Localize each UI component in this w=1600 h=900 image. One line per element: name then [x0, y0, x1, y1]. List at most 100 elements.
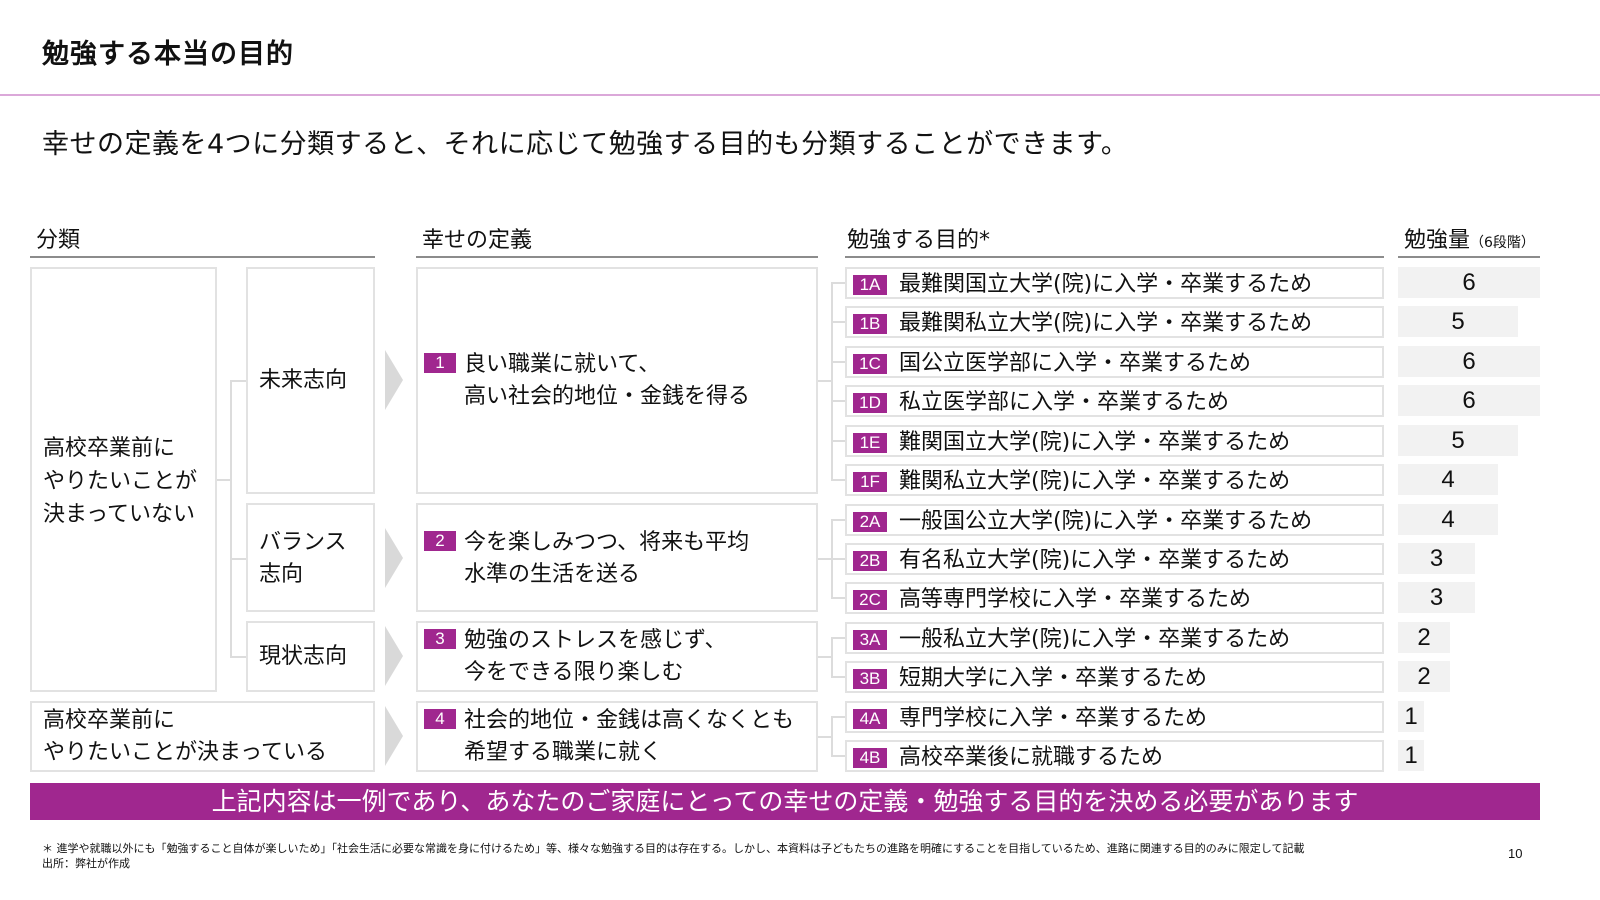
connector-line	[831, 558, 845, 560]
purpose-code-badge: 2C	[853, 590, 887, 610]
title-divider	[0, 94, 1600, 96]
connector-line	[230, 380, 246, 382]
connector-line	[831, 597, 845, 599]
study-amount-bar: 1	[1398, 740, 1424, 771]
purpose-row-1C: 1C 国公立医学部に入学・卒業するため	[845, 346, 1384, 378]
purpose-code-badge: 3B	[853, 669, 887, 689]
page-number: 10	[1508, 846, 1523, 861]
purpose-code-badge: 1D	[853, 393, 887, 413]
column-underline	[1398, 256, 1540, 258]
purpose-code-badge: 1E	[853, 433, 887, 453]
purpose-text: 最難関国立大学(院)に入学・卒業するため	[899, 272, 1313, 297]
study-amount-bar: 4	[1398, 464, 1498, 495]
orientation-status-quo-box: 現状志向	[246, 621, 375, 692]
amount-scale-note: （6段階）	[1470, 235, 1535, 251]
arrow-right-icon	[385, 626, 403, 686]
connector-line	[831, 637, 845, 639]
conclusion-banner: 上記内容は一例であり、あなたのご家庭にとっての幸せの定義・勉強する目的を決める必…	[30, 783, 1540, 820]
purpose-code-badge: 2A	[853, 512, 887, 532]
connector-line	[831, 716, 845, 718]
definition-box-1: 1 良い職業に就いて、 高い社会的地位・金銭を得る	[416, 267, 818, 494]
source-note: 出所：弊社が作成	[42, 857, 130, 870]
connector-line	[831, 716, 833, 756]
purpose-text: 一般私立大学(院)に入学・卒業するため	[899, 627, 1291, 652]
connector-line	[831, 282, 845, 284]
purpose-row-1B: 1B 最難関私立大学(院)に入学・卒業するため	[845, 306, 1384, 338]
definition-box-4: 4 社会的地位・金銭は高くなくとも 希望する職業に就く	[416, 701, 818, 772]
study-amount-bar: 2	[1398, 661, 1450, 692]
connector-line	[230, 558, 246, 560]
purpose-text: 短期大学に入学・卒業するため	[899, 666, 1208, 691]
connector-line	[831, 361, 845, 363]
purpose-text: 国公立医学部に入学・卒業するため	[899, 351, 1252, 376]
purpose-row-3A: 3A 一般私立大学(院)に入学・卒業するため	[845, 622, 1384, 654]
study-amount-bar: 2	[1398, 622, 1450, 653]
purpose-text: 最難関私立大学(院)に入学・卒業するため	[899, 311, 1313, 336]
connector-line	[818, 656, 832, 658]
orientation-balance-box: バランス 志向	[246, 503, 375, 612]
purpose-code-badge: 1C	[853, 354, 887, 374]
purpose-text: 高校卒業後に就職するため	[899, 745, 1164, 770]
definition-text: 社会的地位・金銭は高くなくとも 希望する職業に就く	[464, 708, 795, 765]
purpose-code-badge: 2B	[853, 551, 887, 571]
study-amount-bar: 6	[1398, 346, 1540, 377]
definition-number-badge: 1	[424, 353, 456, 373]
connector-line	[831, 479, 845, 481]
connector-line	[831, 755, 845, 757]
connector-line	[217, 479, 231, 481]
definition-content: 1 良い職業に就いて、 高い社会的地位・金銭を得る	[424, 349, 750, 413]
page-title: 勉強する本当の目的	[42, 39, 294, 70]
classification-decided-box: 高校卒業前に やりたいことが決まっている	[30, 701, 375, 772]
purpose-code-badge: 1B	[853, 314, 887, 334]
purpose-code-badge: 3A	[853, 630, 887, 650]
column-underline	[416, 256, 818, 258]
definition-number-badge: 4	[424, 709, 456, 729]
page-subtitle: 幸せの定義を4つに分類すると、それに応じて勉強する目的も分類することができます。	[42, 129, 1129, 160]
study-amount-bar: 6	[1398, 385, 1540, 416]
column-header-purpose: 勉強する目的*	[847, 228, 991, 253]
definition-number-badge: 3	[424, 629, 456, 649]
arrow-right-icon	[385, 528, 403, 588]
connector-line	[831, 440, 845, 442]
connector-line	[831, 283, 833, 480]
purpose-code-badge: 1A	[853, 275, 887, 295]
footnote: ＊ 進学や就職以外にも「勉強すること自体が楽しいため」「社会生活に必要な常識を身…	[42, 842, 1305, 855]
study-amount-bar: 5	[1398, 425, 1518, 456]
orientation-balance-label: バランス 志向	[259, 530, 347, 587]
connector-line	[818, 558, 832, 560]
purpose-row-1A: 1A 最難関国立大学(院)に入学・卒業するため	[845, 267, 1384, 299]
arrow-right-icon	[385, 706, 403, 766]
definition-content: 4 社会的地位・金銭は高くなくとも 希望する職業に就く	[424, 705, 794, 769]
connector-line	[831, 637, 833, 677]
purpose-text: 私立医学部に入学・卒業するため	[899, 390, 1230, 415]
purpose-row-1D: 1D 私立医学部に入学・卒業するため	[845, 385, 1384, 417]
classification-decided-label: 高校卒業前に やりたいことが決まっている	[43, 708, 328, 765]
purpose-row-2C: 2C 高等専門学校に入学・卒業するため	[845, 582, 1384, 614]
purpose-code-badge: 1F	[853, 472, 887, 492]
classification-undecided-box: 高校卒業前に やりたいことが 決まっていない	[30, 267, 217, 692]
amount-label: 勉強量	[1404, 228, 1471, 253]
definition-text: 良い職業に就いて、 高い社会的地位・金銭を得る	[464, 352, 751, 409]
definition-number-badge: 2	[424, 531, 456, 551]
column-underline	[845, 256, 1384, 258]
orientation-status-quo-label: 現状志向	[259, 644, 348, 669]
purpose-row-2B: 2B 有名私立大学(院)に入学・卒業するため	[845, 543, 1384, 575]
purpose-text: 難関国立大学(院)に入学・卒業するため	[899, 430, 1291, 455]
connector-line	[831, 519, 845, 521]
purpose-text: 一般国公立大学(院)に入学・卒業するため	[899, 509, 1313, 534]
purpose-text: 有名私立大学(院)に入学・卒業するため	[899, 548, 1291, 573]
classification-undecided-label: 高校卒業前に やりたいことが 決まっていない	[43, 436, 198, 527]
column-header-definition: 幸せの定義	[422, 228, 533, 253]
purpose-text: 専門学校に入学・卒業するため	[899, 706, 1208, 731]
purpose-text: 高等専門学校に入学・卒業するため	[899, 587, 1252, 612]
connector-line	[230, 380, 232, 657]
study-amount-bar: 6	[1398, 267, 1540, 298]
connector-line	[818, 736, 832, 738]
study-amount-bar: 4	[1398, 504, 1498, 535]
